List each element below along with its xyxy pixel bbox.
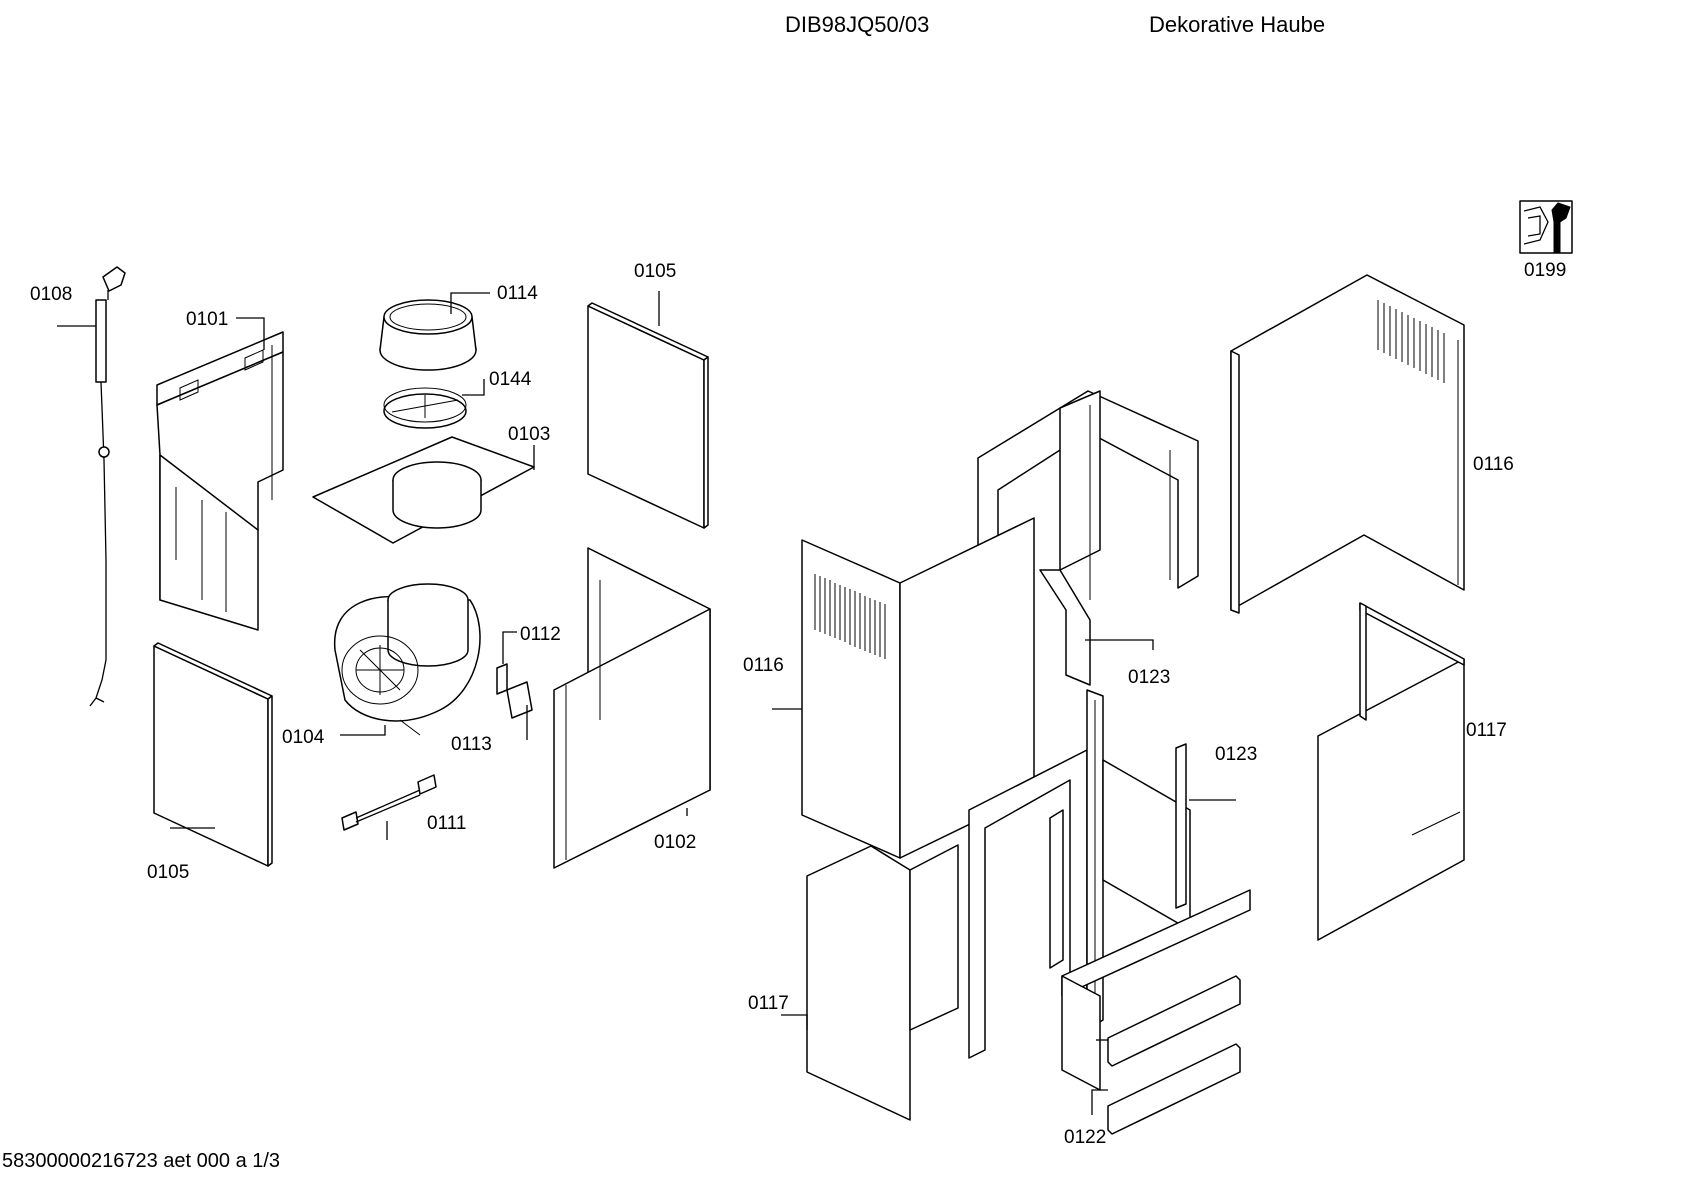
label-0117-right[interactable]: 0117 bbox=[1466, 720, 1507, 741]
label-0105-bottom[interactable]: 0105 bbox=[147, 862, 189, 883]
label-0123-upper[interactable]: 0123 bbox=[1128, 667, 1170, 688]
chimney-cover-lower-part[interactable] bbox=[1317, 602, 1465, 941]
label-0112[interactable]: 0112 bbox=[520, 624, 561, 645]
label-0144[interactable]: 0144 bbox=[489, 369, 532, 390]
label-0114[interactable]: 0114 bbox=[497, 283, 538, 304]
product-description: Dekorative Haube bbox=[1149, 12, 1326, 37]
trim-strip-part[interactable] bbox=[1107, 975, 1241, 1135]
leader-lines bbox=[57, 291, 1236, 1115]
mounting-plate-part[interactable] bbox=[312, 436, 535, 544]
label-0103[interactable]: 0103 bbox=[508, 424, 550, 445]
bracket-part[interactable] bbox=[506, 681, 533, 719]
housing-frame-part[interactable] bbox=[156, 331, 284, 631]
chimney-cover-lower-part[interactable] bbox=[806, 844, 959, 1121]
capacitor-part[interactable] bbox=[496, 663, 508, 695]
label-0199[interactable]: 0199 bbox=[1524, 260, 1566, 281]
front-housing-part[interactable] bbox=[553, 547, 711, 869]
label-0116-right[interactable]: 0116 bbox=[1473, 454, 1514, 475]
side-panel-part[interactable] bbox=[587, 302, 709, 529]
label-0113[interactable]: 0113 bbox=[451, 734, 492, 755]
chimney-frame-upper-part[interactable] bbox=[977, 390, 1199, 686]
label-0123-lower[interactable]: 0123 bbox=[1215, 744, 1257, 765]
backdraft-ring-part[interactable] bbox=[383, 387, 467, 429]
label-0108[interactable]: 0108 bbox=[30, 284, 72, 305]
frame-bracket-part[interactable] bbox=[1175, 743, 1187, 909]
document-code: 58300000216723 aet 000 a 1/3 bbox=[2, 1150, 281, 1172]
wrench-icon[interactable] bbox=[1519, 200, 1573, 254]
power-cable-part[interactable] bbox=[89, 266, 126, 707]
part-labels: 0108 0101 0114 0144 0103 0105 0105 0112 … bbox=[30, 260, 1566, 1148]
wiring-harness-part[interactable] bbox=[341, 774, 437, 831]
label-0122[interactable]: 0122 bbox=[1064, 1127, 1106, 1148]
label-0104[interactable]: 0104 bbox=[282, 727, 325, 748]
chimney-cover-upper-part[interactable] bbox=[1230, 274, 1465, 614]
model-number: DIB98JQ50/03 bbox=[785, 12, 930, 37]
label-0117-left[interactable]: 0117 bbox=[748, 993, 789, 1014]
fan-motor-part[interactable] bbox=[334, 583, 481, 736]
outlet-collar-part[interactable] bbox=[379, 299, 477, 371]
chimney-cover-upper-part[interactable] bbox=[801, 517, 1035, 859]
label-0101[interactable]: 0101 bbox=[186, 309, 228, 330]
chimney-frame-lower-part[interactable] bbox=[968, 689, 1191, 1059]
side-panel-part[interactable] bbox=[153, 642, 273, 867]
label-0102[interactable]: 0102 bbox=[654, 832, 696, 853]
label-0111[interactable]: 0111 bbox=[427, 813, 466, 834]
chimney-inner-panel-part[interactable] bbox=[1061, 889, 1251, 1091]
label-0105-top[interactable]: 0105 bbox=[634, 261, 676, 282]
label-0116-left[interactable]: 0116 bbox=[743, 655, 784, 676]
